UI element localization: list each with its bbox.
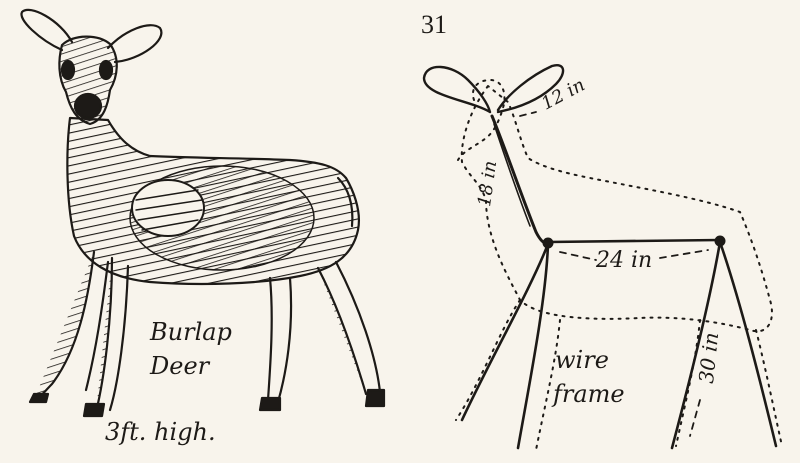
joint-back <box>715 236 725 246</box>
hip-patch <box>132 180 204 236</box>
back-right-leg <box>318 268 366 394</box>
wire-neck <box>492 116 548 244</box>
deer-left-eye <box>62 61 74 79</box>
label-deer: Deer <box>150 352 209 380</box>
hoof-4 <box>366 390 384 406</box>
dotted-body-outline <box>462 86 772 331</box>
wire-front-leg-2 <box>518 244 548 448</box>
hoof-3 <box>260 398 280 410</box>
page-number: 31 <box>421 10 447 40</box>
hoof-1 <box>30 394 48 402</box>
wire-back-leg-2 <box>720 242 776 446</box>
measure-body: 24 in <box>596 248 652 273</box>
label-burlap: Burlap <box>150 318 232 346</box>
dotted-head <box>458 80 504 160</box>
back-left-leg <box>268 278 272 400</box>
front-left-leg <box>34 252 94 400</box>
wire-back <box>548 240 720 242</box>
label-height: 3ft. high. <box>105 418 216 446</box>
hoof-2 <box>84 404 104 416</box>
deer-nose <box>75 94 101 118</box>
label-frame: frame <box>553 380 625 408</box>
joint-front <box>543 238 553 248</box>
label-wire: wire <box>555 346 609 374</box>
deer-right-eye <box>100 61 112 79</box>
wire-ear-left <box>424 67 490 112</box>
